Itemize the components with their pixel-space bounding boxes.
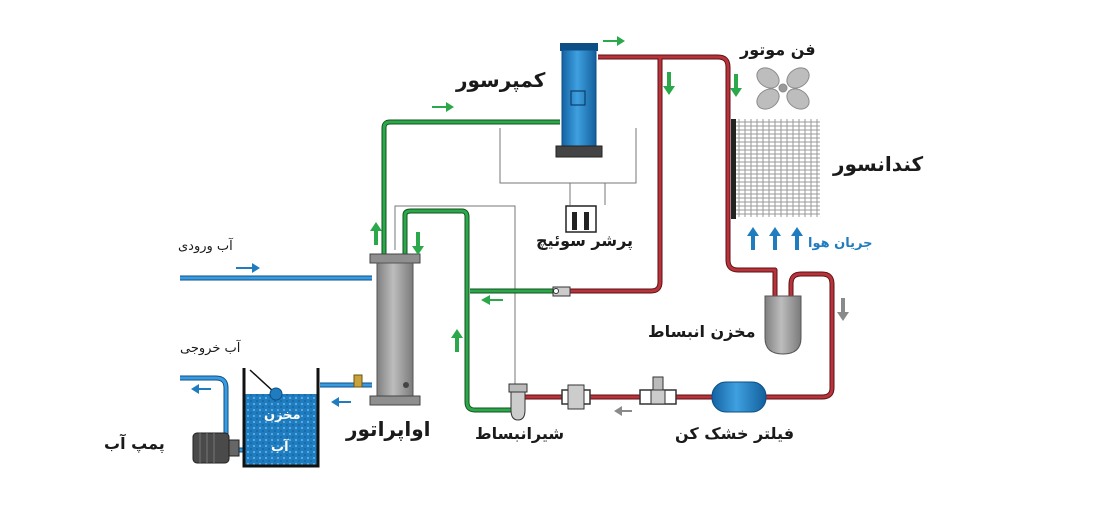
filter-drier [711,381,767,413]
water-pump [192,432,240,464]
compressor-label: کمپرسور [456,68,546,92]
condenser-label: کندانسور [833,152,924,176]
expansion-valve-label: شیرانبساط [475,424,565,443]
expansion-tank-label: مخزن انبساط [648,322,756,341]
water-tank-label-2: آب [271,440,289,455]
fan-icon [756,67,810,110]
condenser-header [731,119,736,219]
arrow-icon [191,36,849,416]
inlet-water-label: آب ورودی [178,239,233,254]
water-tank-label-1: مخزن [264,408,301,423]
control-wires [394,128,637,390]
water-pump-label: پمپ آب [104,434,165,453]
outlet-water-label: آب خروجی [180,341,241,356]
solenoid-valve [639,376,677,405]
condenser [735,119,820,217]
compressor [555,43,603,158]
filter-drier-label: فیلتر خشک کن [675,424,795,443]
water-tank [242,368,320,468]
pressure-switch-label: پرشر سوئیچ [536,231,634,250]
evaporator-label: اواپراتور [346,417,431,441]
sight-glass [561,384,591,410]
expansion-tank [764,295,802,355]
service-valve [552,286,571,297]
evaporator [353,253,421,406]
fan-motor-label: فن موتور [740,40,816,59]
expansion-valve [508,383,528,421]
pressure-switch [565,205,597,233]
air-flow-label: جریان هوا [808,236,873,251]
